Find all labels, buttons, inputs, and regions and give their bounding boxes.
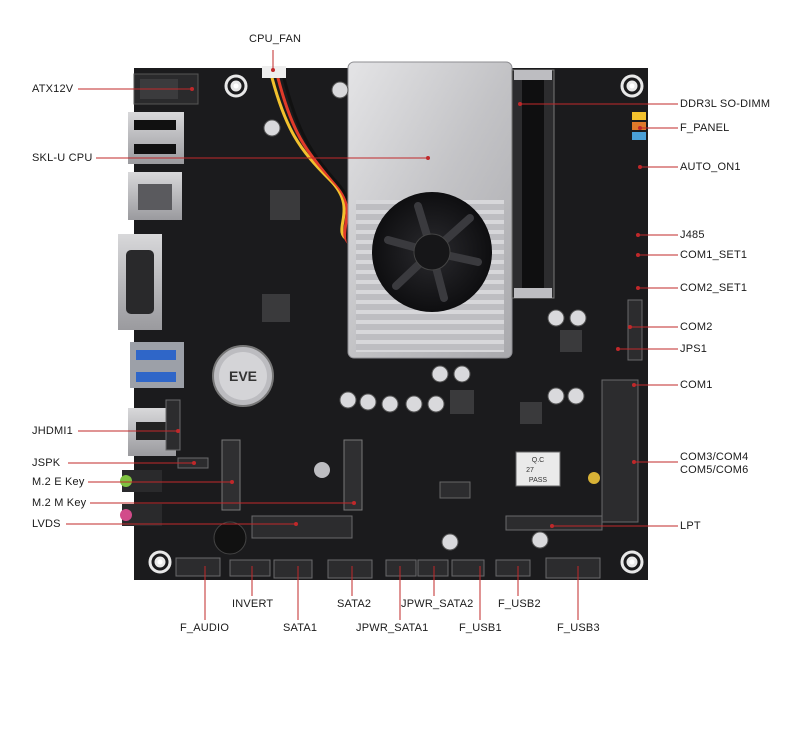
label-jpwr-sata1: JPWR_SATA1 — [356, 622, 429, 634]
label-jhdmi1: JHDMI1 — [32, 425, 73, 437]
qc-number: 27 — [526, 467, 534, 474]
label-sata1: SATA1 — [283, 622, 318, 634]
pin-headers — [165, 299, 643, 579]
label-auto-on1: AUTO_ON1 — [680, 161, 741, 173]
m2-e-key-slot — [221, 439, 241, 511]
label-m2-e-key: M.2 E Key — [32, 476, 85, 488]
cpu-fan-header — [262, 66, 286, 78]
audio-jack-pink — [122, 504, 162, 526]
label-jpwr-sata2: JPWR_SATA2 — [401, 598, 474, 610]
label-com1: COM1 — [680, 379, 713, 391]
cpu-heatsink — [347, 61, 513, 359]
label-f-usb1: F_USB1 — [459, 622, 502, 634]
label-atx12v: ATX12V — [32, 83, 74, 95]
buzzer — [213, 521, 247, 555]
label-f-panel: F_PANEL — [680, 122, 730, 134]
qc-label: Q.C — [532, 457, 544, 464]
leader-lines — [66, 50, 678, 620]
lpt-header — [505, 515, 603, 531]
label-ddr3l-so-dimm: DDR3L SO-DIMM — [680, 98, 771, 110]
qc-pass-sticker — [515, 451, 561, 487]
so-dimm-slot — [511, 69, 555, 299]
label-invert: INVERT — [232, 598, 274, 610]
label-f-usb2: F_USB2 — [498, 598, 541, 610]
com2-header — [627, 299, 643, 361]
label-jps1: JPS1 — [680, 343, 708, 355]
battery-label: EVE — [229, 368, 257, 384]
label-sata2: SATA2 — [337, 598, 372, 610]
label-skl-u-cpu: SKL-U CPU — [32, 152, 93, 164]
label-com3-com4: COM3/COM4 — [680, 451, 749, 463]
label-com2: COM2 — [680, 321, 713, 333]
label-lvds: LVDS — [32, 518, 61, 530]
label-cpu-fan: CPU_FAN — [249, 33, 302, 45]
mounting-holes — [148, 74, 644, 574]
usb-port-top — [128, 112, 184, 164]
m2-m-key-slot — [343, 439, 363, 511]
label-com1-set1: COM1_SET1 — [680, 249, 748, 261]
leader-dots — [176, 68, 642, 528]
label-m2-m-key: M.2 M Key — [32, 497, 87, 509]
label-lpt: LPT — [680, 520, 701, 532]
qc-pass: PASS — [529, 477, 547, 484]
m2-slots — [221, 439, 363, 511]
lvds-header — [251, 515, 353, 539]
chips: Q.C 27 PASS — [213, 190, 600, 555]
label-com5-com6: COM5/COM6 — [680, 464, 749, 476]
com-headers — [601, 379, 639, 523]
f-panel-header — [632, 112, 646, 140]
capacitors — [263, 81, 587, 551]
audio-jack-green — [122, 470, 162, 492]
label-com2-set1: COM2_SET1 — [680, 282, 748, 294]
label-f-usb3: F_USB3 — [557, 622, 600, 634]
label-jspk: JSPK — [32, 457, 61, 469]
label-j485: J485 — [680, 229, 705, 241]
label-f-audio: F_AUDIO — [180, 622, 230, 634]
cmos-battery: EVE — [212, 345, 274, 407]
